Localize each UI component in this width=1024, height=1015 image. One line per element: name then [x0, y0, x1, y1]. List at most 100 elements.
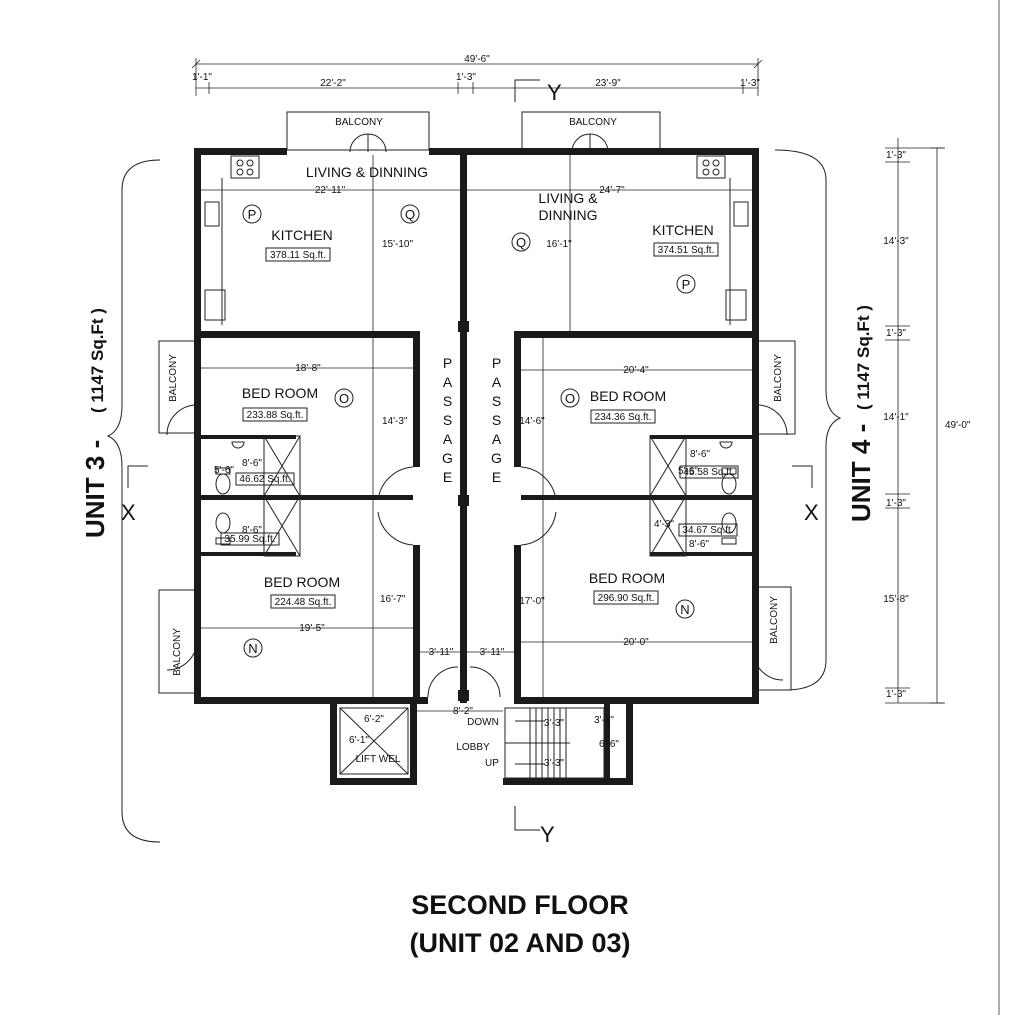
unit-4-label: UNIT 4 - [846, 424, 876, 522]
room-label-kitchen: KITCHEN [271, 227, 332, 243]
svg-text:Q: Q [516, 235, 526, 250]
svg-text:1'-3": 1'-3" [886, 689, 906, 700]
top-dimensions: 49'-6" 1'-1" 22'-2" 1'-3" 23'-9" 1'-3" [191, 54, 763, 96]
svg-text:3'-3": 3'-3" [594, 715, 614, 726]
svg-text:N: N [680, 602, 689, 617]
svg-text:E: E [492, 469, 502, 485]
stair-up-label: UP [485, 758, 499, 769]
svg-text:P: P [248, 207, 257, 222]
room-label-kitchen: KITCHEN [652, 222, 713, 238]
balcony-label: BALCONY [335, 117, 383, 128]
drawing-title: SECOND FLOOR [411, 890, 629, 920]
svg-text:S: S [492, 412, 502, 428]
svg-text:49'-0": 49'-0" [945, 420, 971, 431]
svg-text:P: P [492, 355, 502, 371]
svg-text:296.90 Sq.ft.: 296.90 Sq.ft. [598, 593, 655, 604]
svg-text:46.62 Sq.ft.: 46.62 Sq.ft. [239, 474, 290, 485]
toilets [215, 441, 737, 545]
dim-left-span: 22'-2" [320, 78, 346, 89]
balcony-label: BALCONY [172, 628, 183, 676]
svg-text:E: E [443, 469, 453, 485]
unit-labels: UNIT 3 - ( 1147 Sq.Ft ) UNIT 4 - ( 1147 … [80, 305, 876, 538]
room-label-lobby: LOBBY [456, 742, 490, 753]
section-marker-y-top: Y [514, 79, 562, 105]
dim-right-span: 23'-9" [595, 78, 621, 89]
balcony-label: BALCONY [769, 596, 780, 644]
svg-text:Q: Q [405, 207, 415, 222]
room-label-lift-well: LIFT WEL [356, 754, 401, 765]
svg-text:14'-6": 14'-6" [519, 416, 545, 427]
balcony-label: BALCONY [569, 117, 617, 128]
unit-braces [106, 149, 842, 843]
svg-text:4'-3": 4'-3" [654, 519, 674, 530]
svg-text:A: A [443, 431, 453, 447]
balconies: BALCONY BALCONY BALCONY BALCONY BALCONY … [158, 111, 796, 694]
svg-text:G: G [491, 450, 503, 466]
room-label-living-left: LIVING & DINNING [306, 164, 428, 180]
svg-text:35.99 Sq.ft.: 35.99 Sq.ft. [224, 534, 275, 545]
svg-text:45.58 Sq.ft.: 45.58 Sq.ft. [683, 467, 734, 478]
right-dimensions: 49'-0" 1'-3" 14'-3" 1'-3" 14'-1" 1'-3" 1… [883, 138, 971, 704]
room-label-bedroom: BED ROOM [242, 385, 318, 401]
svg-text:15'-8": 15'-8" [883, 594, 909, 605]
svg-text:Y: Y [547, 80, 562, 105]
svg-text:8'-6": 8'-6" [242, 525, 262, 536]
stairs [504, 707, 605, 779]
svg-text:24'-7": 24'-7" [599, 185, 625, 196]
svg-text:P: P [443, 355, 453, 371]
svg-text:8'-6": 8'-6" [690, 449, 710, 460]
room-label-living-right: DINNING [538, 207, 597, 223]
svg-text:14'-3": 14'-3" [883, 236, 909, 247]
room-label-bedroom: BED ROOM [264, 574, 340, 590]
svg-text:16'-7": 16'-7" [380, 594, 406, 605]
svg-text:1'-3": 1'-3" [886, 150, 906, 161]
svg-text:O: O [339, 391, 349, 406]
svg-text:O: O [565, 391, 575, 406]
bedroom-doors [377, 466, 557, 698]
svg-text:3'-11": 3'-11" [480, 647, 505, 658]
section-markers: X X Y [121, 465, 819, 847]
svg-text:15'-10": 15'-10" [382, 239, 413, 250]
svg-text:N: N [248, 641, 257, 656]
svg-text:233.88 Sq.ft.: 233.88 Sq.ft. [247, 410, 304, 421]
svg-text:22'-11": 22'-11" [315, 185, 346, 196]
svg-text:378.11 Sq.ft.: 378.11 Sq.ft. [270, 250, 326, 261]
svg-text:20'-4": 20'-4" [623, 365, 649, 376]
svg-text:6'-2": 6'-2" [364, 714, 384, 725]
svg-text:S: S [443, 412, 453, 428]
svg-text:234.36 Sq.ft.: 234.36 Sq.ft. [595, 412, 652, 423]
svg-text:1'-3": 1'-3" [886, 498, 906, 509]
svg-text:A: A [492, 374, 502, 390]
room-labels: LIVING & DINNING LIVING & DINNING KITCHE… [242, 164, 714, 769]
room-label-living-right: LIVING & [538, 190, 598, 206]
kitchen-fixtures [204, 155, 749, 325]
svg-text:3'-3": 3'-3" [544, 718, 564, 729]
svg-text:14'-1": 14'-1" [883, 412, 909, 423]
svg-text:X: X [804, 500, 819, 525]
svg-text:Y: Y [540, 822, 555, 847]
svg-text:5'-6": 5'-6" [678, 466, 698, 477]
svg-text:6'-6": 6'-6" [599, 739, 619, 750]
svg-text:16'-1": 16'-1" [546, 239, 572, 250]
passage-label-left: P A S S A G E [442, 355, 454, 485]
unit-4-area: ( 1147 Sq.Ft ) [854, 305, 873, 410]
svg-text:5'-6": 5'-6" [214, 465, 234, 476]
svg-text:X: X [121, 500, 136, 525]
svg-text:A: A [492, 431, 502, 447]
svg-text:6'-1": 6'-1" [349, 735, 369, 746]
svg-text:8'-6": 8'-6" [242, 458, 262, 469]
wardrobes [263, 435, 687, 775]
room-label-bedroom: BED ROOM [590, 388, 666, 404]
svg-text:8'-2": 8'-2" [453, 706, 473, 717]
svg-text:14'-3": 14'-3" [382, 416, 408, 427]
svg-text:S: S [492, 393, 502, 409]
balcony-label: BALCONY [773, 354, 784, 402]
dim-center: 1'-3" [456, 72, 476, 83]
svg-text:P: P [682, 277, 691, 292]
svg-text:19'-5": 19'-5" [299, 623, 325, 634]
drawing-subtitle: (UNIT 02 AND 03) [409, 928, 631, 958]
dim-overall-width: 49'-6" [464, 54, 490, 65]
svg-text:G: G [442, 450, 454, 466]
area-labels: 378.11 Sq.ft. 374.51 Sq.ft. 233.88 Sq.ft… [220, 242, 739, 609]
